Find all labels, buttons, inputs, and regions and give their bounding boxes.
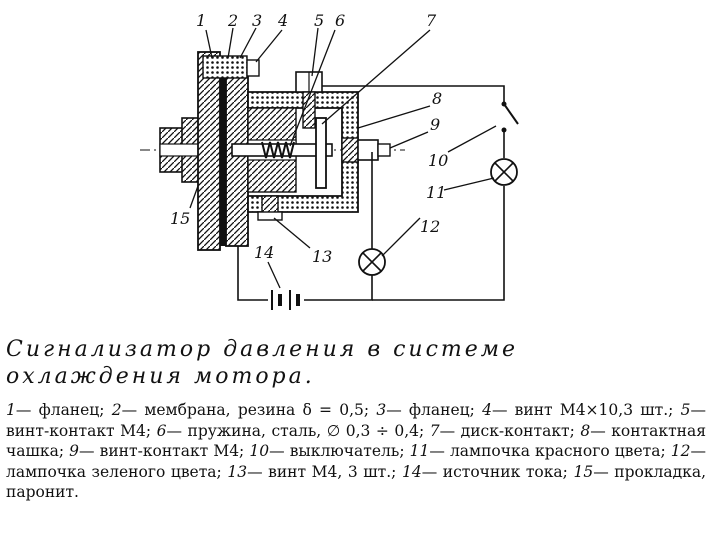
lamp-11-red: [490, 158, 518, 186]
switch-10: [501, 101, 519, 133]
legend-num: 11: [409, 442, 430, 460]
legend-text: — диск-контакт;: [439, 421, 575, 440]
legend-num: 12: [670, 442, 691, 460]
legend-num: 10: [249, 442, 270, 460]
label-15: 15: [170, 209, 190, 228]
legend-text: — лампочка зеленого цвета;: [6, 442, 706, 481]
disc-contact-7: [315, 117, 327, 189]
legend-text: — пружина, сталь, ∅ 0,3 ÷ 0,4;: [166, 421, 425, 440]
legend-text: — прокладка, паронит.: [6, 462, 706, 502]
legend-text: — контактная чашка;: [6, 421, 706, 461]
screw-4: [202, 55, 248, 79]
screw-contact-9: [341, 137, 391, 163]
legend-text: — винт М4, 3 шт.;: [247, 462, 397, 481]
spring-6: [261, 141, 295, 159]
label-11: 11: [426, 183, 446, 202]
flange-1: [197, 51, 221, 251]
legend-num: 13: [227, 462, 248, 481]
legend-num: 2: [111, 401, 122, 419]
membrane-2: [220, 60, 226, 246]
lamp-12-green: [358, 248, 386, 276]
wiring: [237, 85, 505, 301]
legend-text: — фланец;: [15, 401, 105, 419]
legend-num: 6: [156, 421, 167, 440]
legend-text: — винт-контакт М4;: [6, 401, 706, 440]
legend-text: — лампочка красного цвета;: [429, 442, 666, 460]
legend-num: 5: [680, 401, 691, 419]
legend-num: 15: [573, 462, 594, 481]
legend-text: — источник тока;: [421, 462, 568, 481]
screw-13: [257, 195, 283, 221]
label-1: 1: [196, 11, 206, 30]
legend-num: 14: [401, 462, 422, 481]
label-12: 12: [420, 217, 440, 236]
legend-num: 8: [580, 421, 591, 440]
label-13: 13: [312, 247, 332, 266]
label-5: 5: [314, 11, 324, 30]
label-9: 9: [430, 115, 440, 134]
label-14: 14: [254, 243, 274, 262]
leader-lines: [189, 27, 497, 289]
figure-caption-title: Сигнализатор давления в системе охлажден…: [6, 337, 519, 389]
legend-text: — винт М4×10,3 шт.;: [491, 401, 674, 419]
legend-num: 4: [482, 401, 492, 419]
label-8: 8: [432, 89, 442, 108]
label-10: 10: [428, 151, 448, 170]
legend-num: 7: [429, 421, 440, 440]
legend-text: — винт-контакт М4;: [79, 442, 245, 460]
figure-legend: 1— фланец; 2— мембрана, резина δ = 0,5; …: [6, 400, 706, 503]
label-6: 6: [335, 11, 345, 30]
legend-text: — выключатель;: [269, 442, 405, 460]
battery-14: [271, 290, 300, 310]
legend-num: 3: [376, 401, 387, 419]
label-4: 4: [277, 11, 288, 30]
legend-num: 9: [69, 442, 80, 460]
screw-contact-5: [295, 71, 323, 129]
legend-num: 1: [6, 401, 16, 419]
label-2: 2: [227, 11, 238, 30]
legend-text: — мембрана, резина δ = 0,5;: [121, 401, 370, 419]
legend-text: — фланец;: [386, 401, 475, 419]
label-3: 3: [252, 11, 262, 30]
diagram-drawing: 1 2 3 4 5 6 7 8 9 10 11 12 13 14 15: [140, 11, 519, 310]
label-7: 7: [426, 11, 437, 30]
